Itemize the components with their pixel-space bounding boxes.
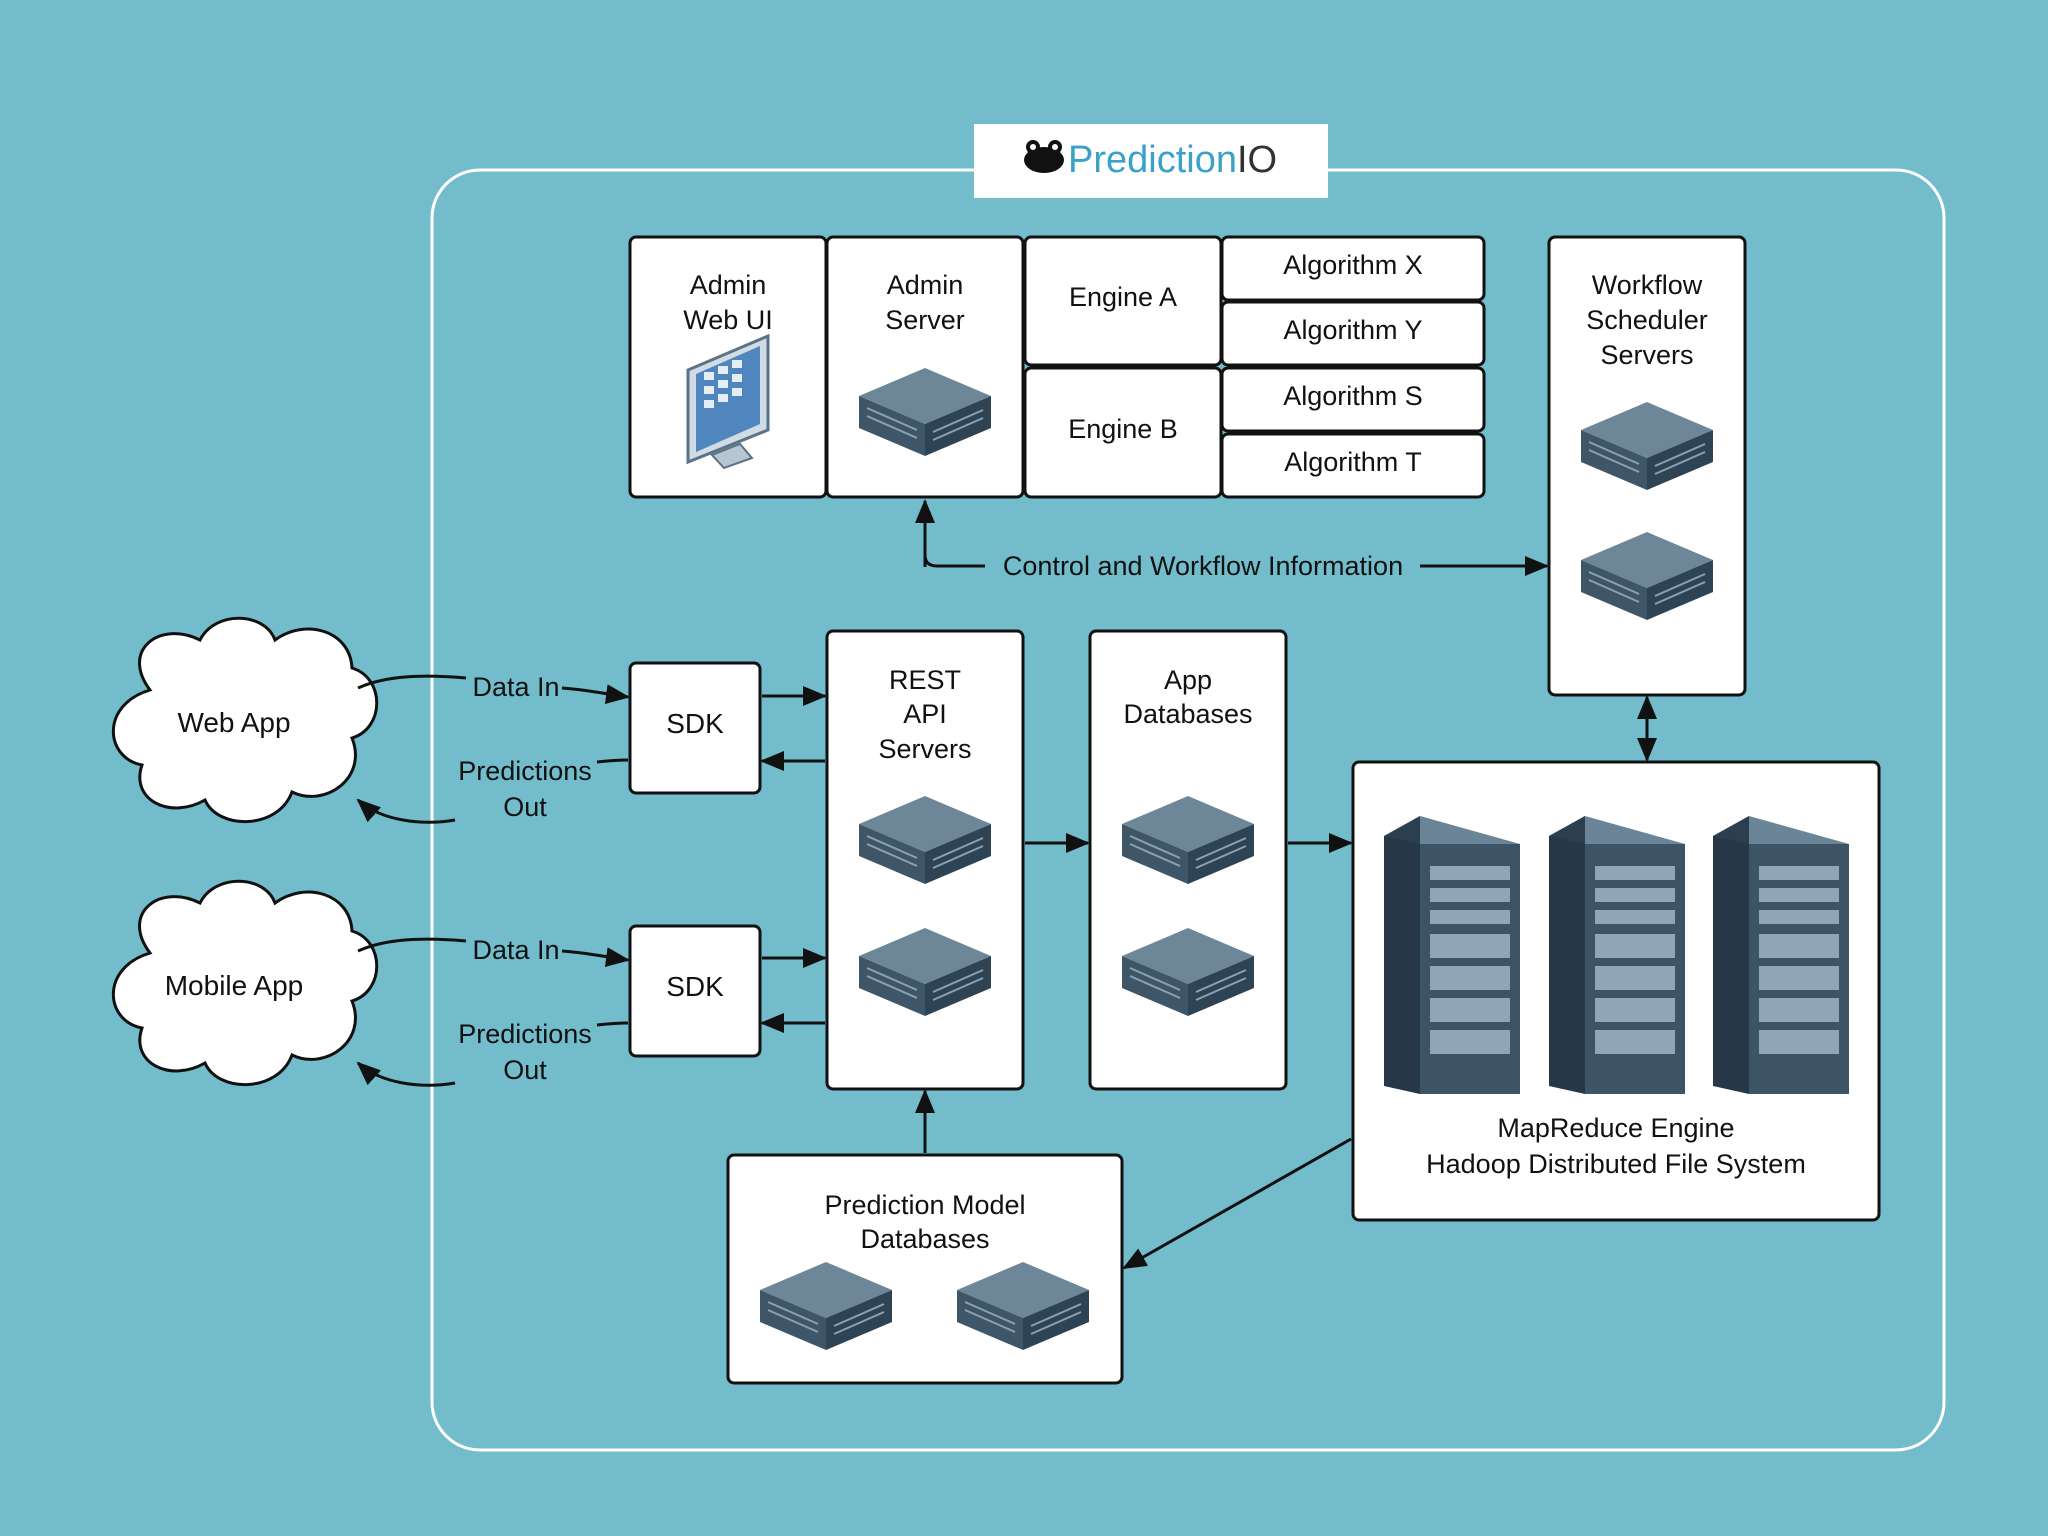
mobile-app-cloud: Mobile App bbox=[111, 879, 379, 1086]
admin-server-box: Admin Server bbox=[825, 235, 1025, 499]
engine-b-label: Engine B bbox=[1068, 414, 1178, 444]
data-in-label: Data In bbox=[472, 935, 559, 965]
mapreduce-box: MapReduce Engine Hadoop Distributed File… bbox=[1351, 760, 1881, 1222]
sdk-label-bottom: SDK bbox=[666, 971, 724, 1002]
frog-face-icon bbox=[1024, 140, 1064, 173]
control-workflow-flow: Control and Workflow Information bbox=[915, 499, 1549, 581]
algorithm-s-box: Algorithm S bbox=[1220, 366, 1486, 433]
rest-api-label-3: Servers bbox=[878, 734, 971, 764]
workflow-scheduler-label-1: Workflow bbox=[1592, 270, 1703, 300]
sdk-label-top: SDK bbox=[666, 708, 724, 739]
algorithm-t-label: Algorithm T bbox=[1284, 447, 1422, 477]
predictions-out-label-1: Predictions bbox=[458, 1019, 592, 1049]
server-rack-icon bbox=[1384, 816, 1520, 1094]
brand-name-prediction: Prediction bbox=[1068, 139, 1237, 181]
app-databases-label-2: Databases bbox=[1123, 699, 1252, 729]
workflow-scheduler-label-3: Servers bbox=[1600, 340, 1693, 370]
engine-b-box: Engine B bbox=[1023, 366, 1223, 499]
prediction-model-db-label-2: Databases bbox=[860, 1224, 989, 1254]
algorithm-t-box: Algorithm T bbox=[1220, 432, 1486, 499]
server-rack-icon bbox=[1549, 816, 1685, 1094]
admin-web-ui-label-1: Admin bbox=[690, 270, 767, 300]
mobile-app-flows: Data In Predictions Out bbox=[356, 935, 630, 1087]
algorithm-s-label: Algorithm S bbox=[1283, 381, 1423, 411]
brand-header: PredictionIO bbox=[974, 124, 1328, 198]
server-rack-icon bbox=[1713, 816, 1849, 1094]
algorithm-x-label: Algorithm X bbox=[1283, 250, 1423, 280]
prediction-model-db-box: Prediction Model Databases bbox=[726, 1153, 1124, 1385]
algorithm-x-box: Algorithm X bbox=[1220, 235, 1486, 302]
engine-a-box: Engine A bbox=[1023, 235, 1223, 367]
web-app-flows: Data In Predictions Out bbox=[356, 672, 630, 824]
app-databases-label-1: App bbox=[1164, 665, 1212, 695]
sdk-box-bottom: SDK bbox=[628, 924, 762, 1058]
algorithm-y-label: Algorithm Y bbox=[1283, 315, 1422, 345]
workflow-scheduler-label-2: Scheduler bbox=[1586, 305, 1708, 335]
predictions-out-label-2: Out bbox=[503, 792, 547, 822]
monitor-icon bbox=[686, 333, 770, 470]
app-databases-box: App Databases bbox=[1088, 629, 1288, 1091]
algorithm-y-box: Algorithm Y bbox=[1220, 300, 1486, 367]
sdk-box-top: SDK bbox=[628, 661, 762, 795]
data-in-label: Data In bbox=[472, 672, 559, 702]
brand-name-io: IO bbox=[1237, 139, 1277, 181]
mapreduce-label-2: Hadoop Distributed File System bbox=[1426, 1149, 1806, 1179]
web-app-label: Web App bbox=[177, 707, 290, 738]
admin-web-ui-label-2: Web UI bbox=[683, 305, 773, 335]
mapreduce-label-1: MapReduce Engine bbox=[1497, 1113, 1734, 1143]
mobile-app-label: Mobile App bbox=[165, 970, 304, 1001]
engine-a-label: Engine A bbox=[1069, 282, 1177, 312]
rest-api-label-1: REST bbox=[889, 665, 961, 695]
predictions-out-label-1: Predictions bbox=[458, 756, 592, 786]
admin-server-label-1: Admin bbox=[887, 270, 964, 300]
rest-api-label-2: API bbox=[903, 699, 947, 729]
workflow-scheduler-box: Workflow Scheduler Servers bbox=[1547, 235, 1747, 697]
admin-web-ui-box: Admin Web UI bbox=[628, 235, 828, 499]
connectors bbox=[760, 686, 1657, 1270]
predictions-out-label-2: Out bbox=[503, 1055, 547, 1085]
rest-api-box: REST API Servers bbox=[825, 629, 1025, 1091]
web-app-cloud: Web App bbox=[111, 616, 379, 823]
control-workflow-label: Control and Workflow Information bbox=[1003, 551, 1403, 581]
prediction-model-db-label-1: Prediction Model bbox=[824, 1190, 1025, 1220]
svg-text:PredictionIO: PredictionIO bbox=[1068, 139, 1277, 181]
admin-server-label-2: Server bbox=[885, 305, 965, 335]
